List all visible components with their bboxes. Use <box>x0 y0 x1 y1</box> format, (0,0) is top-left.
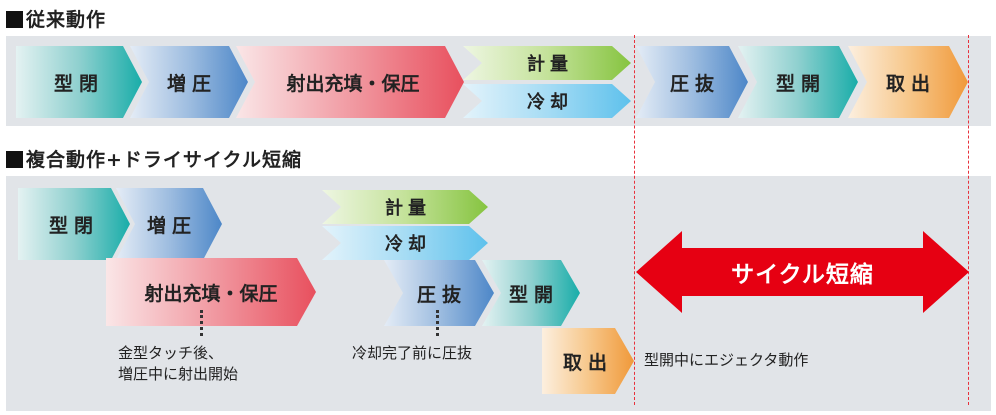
conv-mold-open-step: 型開 <box>738 46 858 118</box>
comb-pressure-release-step: 圧抜 <box>384 260 494 326</box>
comb-take-out-step: 取出 <box>542 328 634 394</box>
conventional-heading: 従来動作 <box>6 5 106 32</box>
conv-pressure-up-step: 増圧 <box>130 46 248 118</box>
comb-metering-step: 計量 <box>322 190 488 224</box>
cycle-reduction-arrow: サイクル短縮 <box>636 231 969 313</box>
conv-cooling-step: 冷却 <box>463 84 631 118</box>
conv-take-out-step: 取出 <box>848 46 968 118</box>
injection-note-leader <box>200 310 203 336</box>
cycle-end-guide <box>968 35 969 405</box>
cycle-start-guide <box>634 35 635 405</box>
conventional-title: 従来動作 <box>26 9 107 31</box>
combined-title: 複合動作+ドライサイクル短縮 <box>26 149 302 171</box>
square-bullet-icon <box>6 151 23 168</box>
conv-injection-step: 射出充填・保圧 <box>236 46 464 118</box>
injection-note-line2: 増圧中に射出開始 <box>118 365 239 383</box>
conv-mold-close-step: 型閉 <box>16 46 142 118</box>
cycle-reduction-label: サイクル短縮 <box>731 262 874 288</box>
conv-metering-step: 計量 <box>463 46 631 80</box>
comb-cooling-step: 冷却 <box>322 226 488 260</box>
combined-heading: 複合動作+ドライサイクル短縮 <box>6 145 302 172</box>
double-arrow-icon <box>636 231 969 313</box>
injection-note-line1: 金型タッチ後、 <box>118 344 224 362</box>
ejector-note: 型開中にエジェクタ動作 <box>644 351 809 369</box>
comb-injection-step: 射出充填・保圧 <box>106 258 316 326</box>
injection-note: 金型タッチ後、 増圧中に射出開始 <box>118 343 238 385</box>
release-note: 冷却完了前に圧抜 <box>352 344 473 362</box>
square-bullet-icon <box>6 11 23 28</box>
comb-mold-close-step: 型閉 <box>18 188 130 260</box>
release-note-leader <box>436 310 439 336</box>
